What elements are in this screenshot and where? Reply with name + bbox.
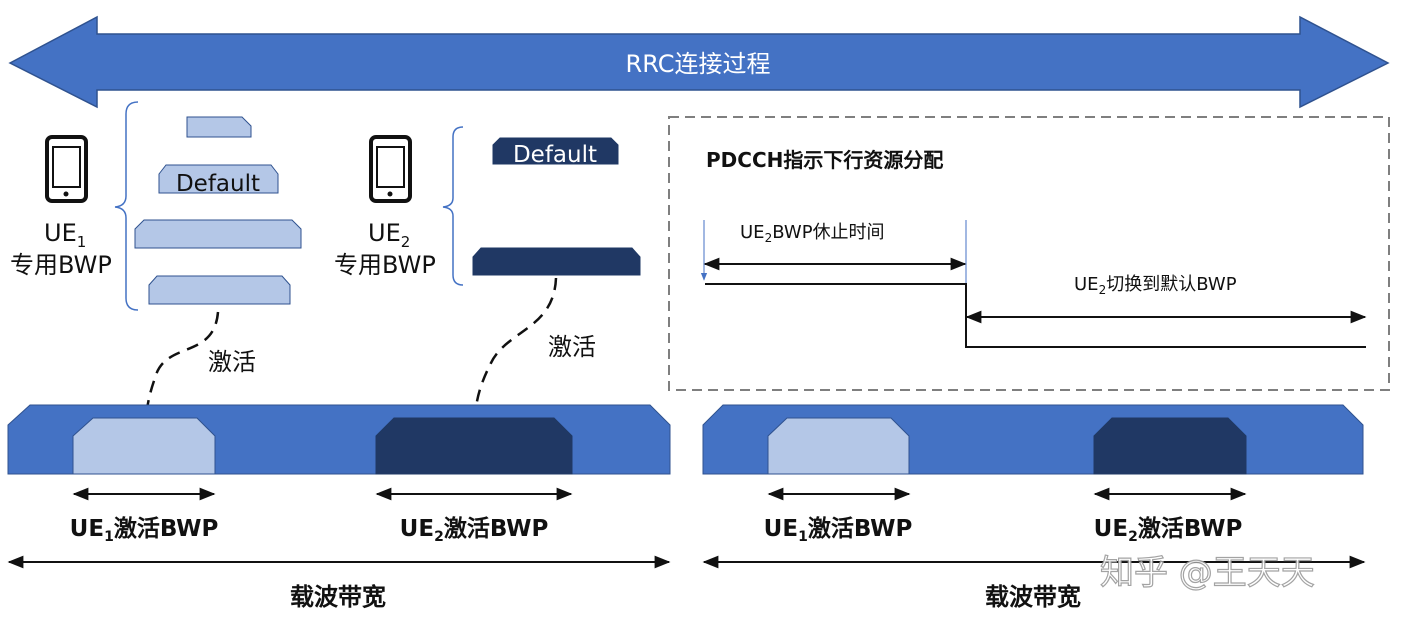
ue1-name: UE1 — [44, 219, 86, 251]
ue2-bwp-2 — [472, 247, 641, 276]
idle-time-label: UE2BWP休止时间 — [740, 222, 885, 245]
rrc-title: RRC连接过程 — [626, 50, 771, 78]
right-bandwidth-label: 载波带宽 — [985, 583, 1081, 611]
left-ue2-active-bwp — [375, 417, 573, 475]
pdcch-panel-title: PDCCH指示下行资源分配 — [706, 148, 943, 172]
pdcch-panel — [668, 116, 1390, 391]
left-ue2-active-label: UE2激活BWP — [400, 515, 549, 545]
left-bandwidth-label: 载波带宽 — [290, 583, 386, 611]
ue2-default-label: Default — [513, 142, 597, 168]
ue1-default-label: Default — [176, 171, 260, 197]
ue1-bwp-3 — [134, 219, 302, 249]
ue2-name: UE2 — [368, 219, 410, 251]
right-ue1-active-label: UE1激活BWP — [764, 515, 913, 545]
ue2-activate-label: 激活 — [548, 333, 596, 361]
rrc-process-arrow — [8, 15, 1390, 109]
right-ue2-active-label: UE2激活BWP — [1094, 515, 1243, 545]
right-ue2-active-bwp — [1093, 417, 1247, 475]
left-ue1-active-bwp — [72, 417, 216, 475]
ue1-activate-label: 激活 — [208, 348, 256, 376]
ue1-dedicated-bwp-label: 专用BWP — [10, 251, 112, 279]
ue1-phone-icon — [45, 135, 88, 203]
ue1-bwp-1 — [186, 116, 252, 138]
timer-step-line — [705, 283, 1366, 348]
ue1-brace — [114, 101, 139, 311]
left-ue1-active-label: UE1激活BWP — [70, 515, 219, 545]
ue1-activation-curve — [144, 311, 220, 419]
ue2-activation-curve — [473, 277, 558, 419]
ue2-bwp-default — [492, 137, 619, 165]
ue1-bwp-4 — [148, 275, 291, 305]
ue2-brace — [442, 126, 464, 286]
ue2-dedicated-bwp-label: 专用BWP — [334, 251, 436, 279]
right-ue1-active-bwp — [767, 417, 910, 475]
ue1-bwp-default — [158, 164, 279, 194]
switch-default-label: UE2切换到默认BWP — [1074, 274, 1237, 297]
ue2-phone-icon — [369, 135, 412, 203]
watermark: 知乎 @王天天 — [1100, 553, 1315, 593]
